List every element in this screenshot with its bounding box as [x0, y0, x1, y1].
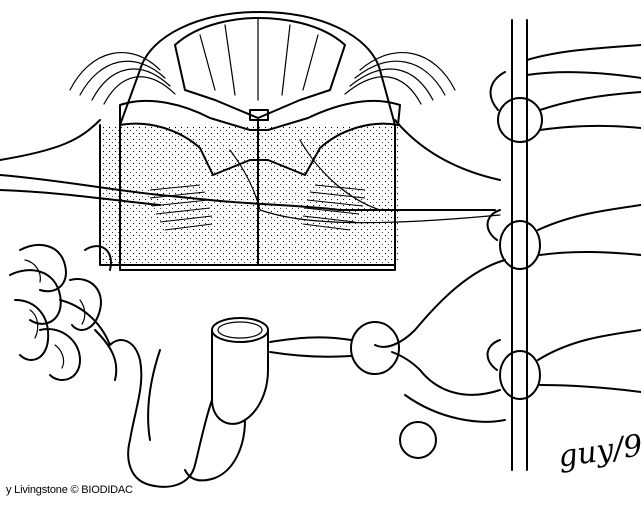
chain-ganglion-3: [500, 351, 540, 399]
dorsal-root-right: [345, 53, 455, 104]
chain-ganglion-2: [500, 221, 540, 269]
white-matter-stipple: [100, 125, 400, 265]
splanchnic-nerve: [270, 260, 505, 422]
sympathetic-chain: [488, 20, 641, 470]
target-organ-circle: [400, 422, 436, 458]
credit-text: y Livingstone © BIODIDAC: [6, 484, 133, 496]
prevertebral-ganglion: [351, 322, 399, 374]
chain-ganglion-1: [498, 98, 542, 142]
sympathetic-trunk: [512, 20, 527, 470]
dorsal-root-left: [70, 53, 175, 104]
intestine: [10, 245, 268, 487]
dorsal-column: [175, 18, 345, 118]
spinal-cord-section: [70, 12, 455, 270]
